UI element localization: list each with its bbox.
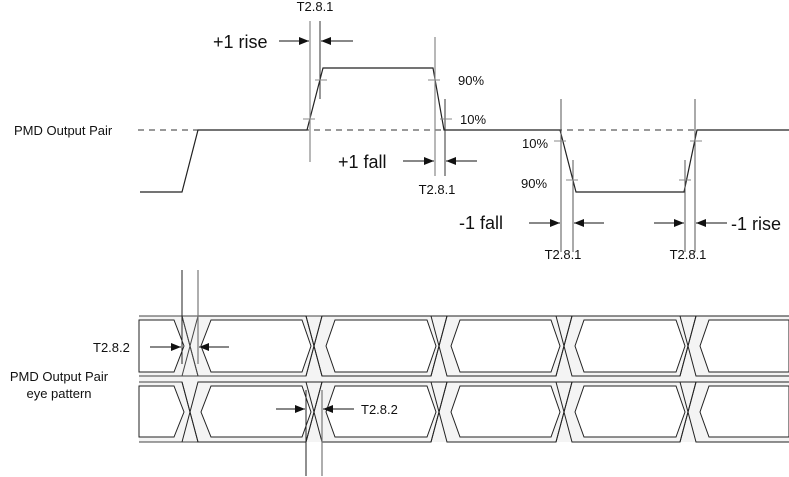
upper-waveform bbox=[138, 21, 789, 252]
fall-minus-label: -1 fall bbox=[459, 213, 503, 233]
timing-label: T2.8.1 bbox=[670, 247, 707, 262]
rise-plus-label: +1 rise bbox=[213, 32, 268, 52]
timing-label: T2.8.1 bbox=[419, 182, 456, 197]
percent-label: 10% bbox=[522, 136, 548, 151]
eye-signal-sublabel: eye pattern bbox=[26, 386, 91, 401]
eye-pattern bbox=[138, 315, 789, 443]
jitter-label: T2.8.2 bbox=[361, 402, 398, 417]
percent-label: 90% bbox=[458, 73, 484, 88]
percent-label: 90% bbox=[521, 176, 547, 191]
jitter-markers bbox=[150, 270, 354, 476]
signal-trace bbox=[140, 67, 789, 193]
timing-label: T2.8.1 bbox=[545, 247, 582, 262]
jitter-label: T2.8.2 bbox=[93, 340, 130, 355]
rise-minus-label: -1 rise bbox=[731, 214, 781, 234]
eye-signal-label: PMD Output Pair bbox=[10, 369, 109, 384]
signal-label: PMD Output Pair bbox=[14, 123, 113, 138]
timing-label: T2.8.1 bbox=[297, 0, 334, 14]
percent-label: 10% bbox=[460, 112, 486, 127]
fall-plus-label: +1 fall bbox=[338, 152, 387, 172]
